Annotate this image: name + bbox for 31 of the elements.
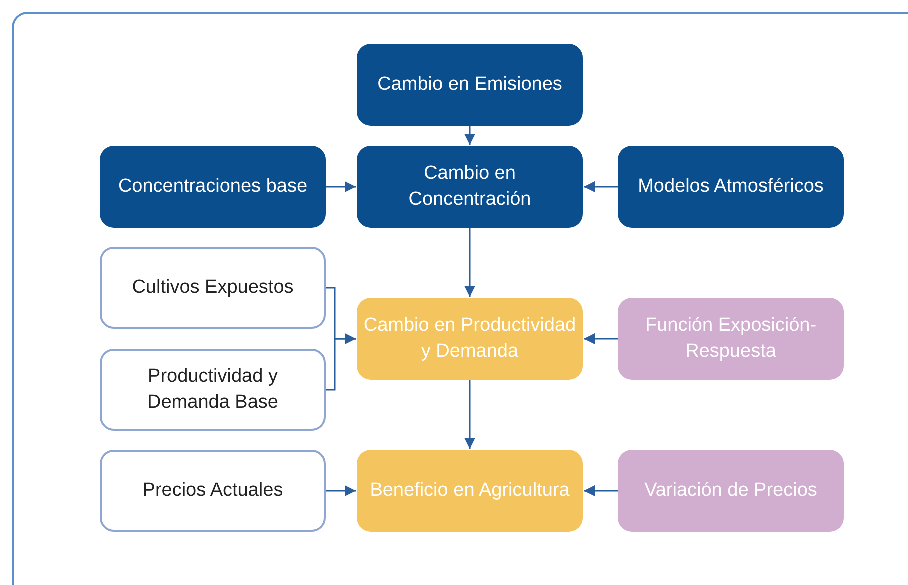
process-box xyxy=(618,450,844,532)
process-box xyxy=(100,450,326,532)
arrow xyxy=(584,182,618,192)
process-box xyxy=(357,44,583,126)
arrow xyxy=(464,126,476,145)
box-label: Productividad y Demanda Base xyxy=(146,365,280,415)
process-box xyxy=(357,298,583,380)
box-label: Concentraciones base xyxy=(118,175,308,199)
box-label: Función Exposición-Respuesta xyxy=(644,314,818,364)
arrow xyxy=(464,228,476,297)
box-label: Variación de Precios xyxy=(644,479,818,503)
process-box xyxy=(618,146,844,228)
box-label: Beneficio en Agricultura xyxy=(370,479,570,503)
arrow xyxy=(326,334,356,391)
box-label: Cultivos Expuestos xyxy=(132,276,294,300)
arrow xyxy=(326,182,356,192)
process-box xyxy=(100,247,326,329)
box-label: Precios Actuales xyxy=(142,479,284,503)
arrow xyxy=(464,380,476,449)
box-label: Modelos Atmosféricos xyxy=(638,175,824,199)
process-box xyxy=(100,349,326,431)
box-label: Cambio en Productividad y Demanda xyxy=(362,314,578,364)
process-box xyxy=(100,146,326,228)
process-box xyxy=(618,298,844,380)
process-box xyxy=(357,450,583,532)
arrow xyxy=(584,486,618,496)
arrow xyxy=(584,334,618,344)
arrow xyxy=(326,486,356,496)
box-label: Cambio en Emisiones xyxy=(378,73,562,97)
box-label: Cambio en Concentración xyxy=(408,162,532,212)
process-box xyxy=(357,146,583,228)
